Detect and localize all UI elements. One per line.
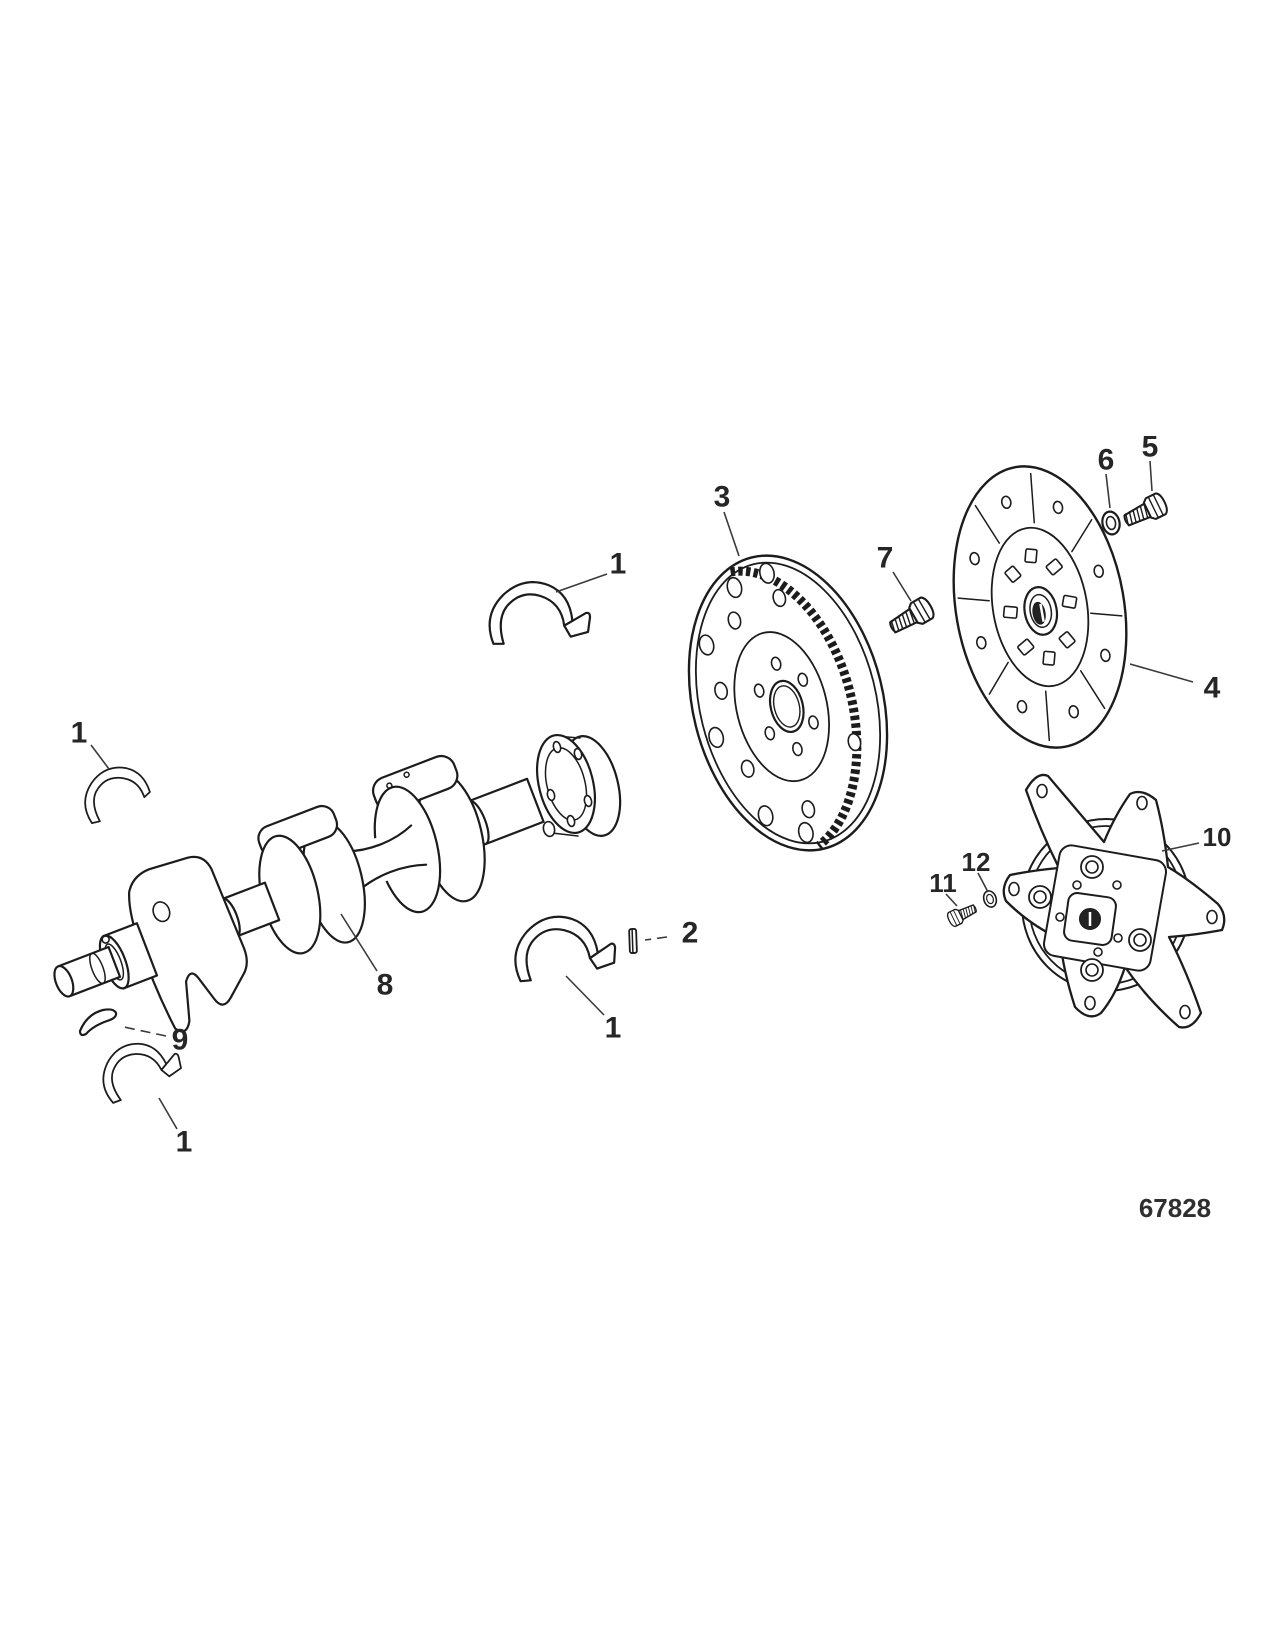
callout-label-4: 4 bbox=[1204, 672, 1221, 705]
callout-leader-7 bbox=[892, 571, 912, 602]
callout-leader-9 bbox=[123, 1026, 167, 1037]
callout-leader-11 bbox=[945, 893, 958, 907]
damper-disc bbox=[952, 465, 1128, 749]
bolt-coupler bbox=[945, 900, 980, 929]
crankshaft bbox=[53, 733, 622, 1033]
main-bearing-shell-lower-middle bbox=[504, 906, 621, 985]
bolt-flywheel bbox=[884, 594, 938, 640]
callout-label-12: 12 bbox=[962, 847, 991, 877]
callout-leader-3 bbox=[723, 511, 740, 557]
crankshaft-key bbox=[628, 928, 638, 954]
flywheel-flexplate bbox=[687, 554, 889, 852]
callout-label-6: 6 bbox=[1098, 444, 1115, 477]
callout-label-1: 1 bbox=[176, 1126, 193, 1159]
callout-leader-2 bbox=[644, 936, 668, 941]
callout-label-5: 5 bbox=[1142, 431, 1159, 464]
callout-leader-12 bbox=[977, 872, 989, 893]
callout-leader-4 bbox=[1129, 663, 1194, 683]
washer-coupler bbox=[980, 888, 1000, 910]
callout-leader-1 bbox=[158, 1097, 178, 1130]
callout-leader-1 bbox=[90, 744, 110, 770]
callout-label-2: 2 bbox=[682, 917, 699, 950]
callout-label-7: 7 bbox=[877, 542, 894, 575]
bolt-disc bbox=[1119, 490, 1171, 533]
callout-leader-5 bbox=[1149, 460, 1153, 492]
coupler-drive-plate bbox=[1002, 773, 1226, 1029]
callout-label-10: 10 bbox=[1203, 822, 1232, 852]
callout-label-1: 1 bbox=[605, 1012, 622, 1045]
figure-number: 67828 bbox=[1139, 1193, 1211, 1223]
main-bearing-shell-left bbox=[73, 756, 154, 826]
callout-label-1: 1 bbox=[71, 717, 88, 750]
callout-label-1: 1 bbox=[610, 548, 627, 581]
callout-leader-6 bbox=[1105, 473, 1111, 509]
callout-label-8: 8 bbox=[377, 969, 394, 1002]
callout-leader-1 bbox=[565, 975, 605, 1016]
callout-leader-8 bbox=[340, 913, 378, 972]
crankshaft-rear-flange bbox=[536, 733, 622, 838]
callout-label-11: 11 bbox=[929, 868, 957, 898]
callout-leader-1 bbox=[555, 573, 608, 593]
callout-label-9: 9 bbox=[172, 1024, 189, 1057]
callout-label-3: 3 bbox=[714, 481, 731, 514]
main-bearing-shell-upper bbox=[480, 573, 595, 648]
thrust-washer bbox=[78, 1008, 118, 1037]
callout-leader-10 bbox=[1161, 842, 1200, 852]
crankshaft-body bbox=[53, 754, 545, 1033]
